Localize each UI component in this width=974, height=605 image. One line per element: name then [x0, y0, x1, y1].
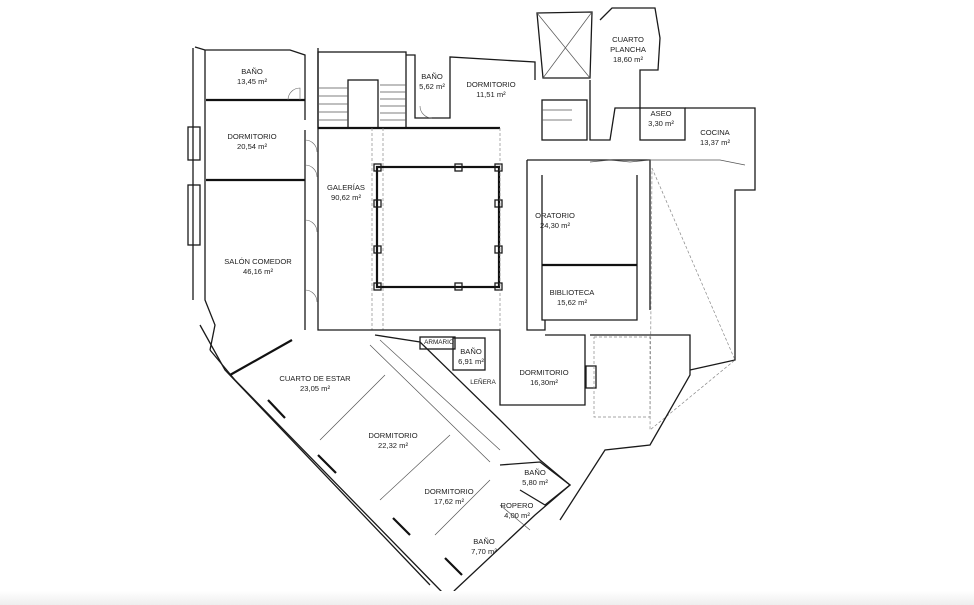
room-name: BAÑO [460, 347, 482, 356]
room-area: 17,62 m² [434, 497, 464, 506]
room-name: BAÑO [524, 468, 546, 477]
room-name: ASEO [650, 109, 672, 118]
room-name: ROPERO [500, 501, 534, 510]
room-area: 5,80 m² [522, 478, 548, 487]
room-name: COCINA [700, 128, 730, 137]
room-area: 4,00 m² [504, 511, 530, 520]
room-label-armario: ARMARIO [424, 338, 454, 348]
room-area: 24,30 m² [540, 221, 570, 230]
room-name: ARMARIO [424, 339, 454, 346]
room-area: 23,05 m² [300, 384, 330, 393]
room-label-lenera: LEÑERA [470, 378, 496, 388]
room-name: BAÑO [473, 537, 495, 546]
staircase [317, 51, 407, 129]
room-area: 11,51 m² [476, 90, 506, 99]
room-name: CUARTO PLANCHA [610, 35, 646, 54]
room-area: 20,54 m² [237, 142, 267, 151]
top-middle-walls [318, 7, 756, 371]
room-name: BIBLIOTECA [549, 288, 595, 297]
east-block-walls [526, 159, 746, 431]
diagonal-wing-walls [199, 324, 572, 599]
left-wing-walls [187, 46, 345, 351]
room-area: 6,91 m² [458, 357, 484, 366]
room-name: BAÑO [241, 67, 263, 76]
room-name: BAÑO [421, 72, 443, 81]
room-name: DORMITORIO [519, 368, 569, 377]
room-name: SALÓN COMEDOR [224, 257, 292, 266]
room-area: 3,30 m² [648, 119, 674, 128]
room-name: ORATORIO [535, 211, 575, 220]
room-area: 22,32 m² [378, 441, 408, 450]
room-area: 16,30m² [530, 378, 558, 387]
room-area: 7,70 m² [471, 547, 497, 556]
room-area: 15,62 m² [557, 298, 587, 307]
lower-middle-walls [345, 329, 691, 521]
room-name: DORMITORIO [368, 431, 418, 440]
room-area: 5,62 m² [419, 82, 445, 91]
room-name: CUARTO DE ESTAR [279, 374, 351, 383]
room-name: DORMITORIO [227, 132, 277, 141]
room-area: 46,16 m² [243, 267, 273, 276]
room-area: 13,37 m² [700, 138, 730, 147]
room-area: 90,62 m² [331, 193, 361, 202]
room-area: 13,45 m² [237, 77, 267, 86]
room-name: DORMITORIO [424, 487, 474, 496]
bottom-shadow [0, 591, 974, 605]
room-area: 18,60 m² [613, 55, 643, 64]
room-name: GALERÍAS [327, 183, 365, 192]
courtyard-colonnade [371, 128, 503, 330]
room-name: LEÑERA [470, 379, 496, 386]
room-name: DORMITORIO [466, 80, 516, 89]
